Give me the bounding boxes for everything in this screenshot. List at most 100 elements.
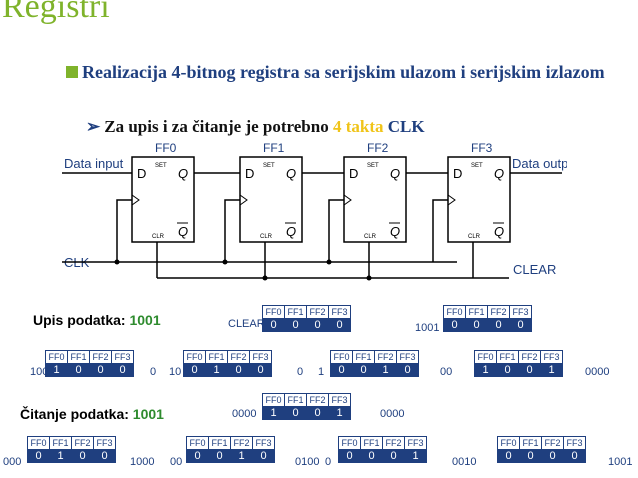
register-header-cell: FF2 (71, 436, 94, 450)
register-bit-cell: 0 (563, 449, 586, 463)
register-header-cell: FF1 (519, 436, 542, 450)
ff1-set: SET (263, 163, 275, 169)
register-bit-cell: 1 (205, 363, 228, 377)
ff1-d: D (245, 166, 254, 181)
register-bit-cell: 0 (262, 318, 285, 332)
register-header-cell: FF0 (497, 436, 520, 450)
register-output-text: 0010 (452, 456, 477, 468)
ff2-set: SET (367, 163, 379, 169)
ff3-d: D (453, 166, 462, 181)
register-bit-cell: 0 (227, 363, 250, 377)
register-header-cell: FF1 (49, 436, 72, 450)
upis-label-text: Upis podatka: (33, 312, 130, 328)
ff2-block: FF2 D Q SET CLR Q (343, 141, 407, 243)
register-bit-cell: 0 (208, 449, 231, 463)
ff3-set: SET (471, 163, 483, 169)
register-bit-cell: 0 (518, 363, 541, 377)
register-header-cell: FF2 (487, 305, 510, 319)
register-output-text: 1000 (130, 456, 155, 468)
register-header-cell: FF0 (443, 305, 466, 319)
register-bit-cell: 0 (443, 318, 466, 332)
ff0-set: SET (155, 163, 167, 169)
register-bit-cell: 0 (497, 449, 520, 463)
register-bit-cell: 0 (306, 406, 329, 420)
register-header-cell: FF1 (360, 436, 383, 450)
register-output-text: 0100 (295, 456, 320, 468)
register-input-text: 000 (3, 456, 22, 468)
ff0-d: D (137, 166, 146, 181)
ff2-name: FF2 (367, 141, 389, 155)
register-bit-cell: 0 (306, 318, 329, 332)
register-output-text: 0 (297, 366, 304, 378)
register-header-cell: FF2 (306, 393, 329, 407)
register-header-cell: FF2 (518, 350, 541, 364)
register-header-cell: FF1 (465, 305, 488, 319)
register-header-cell: FF0 (183, 350, 206, 364)
register-header-cell: FF2 (230, 436, 253, 450)
ff0-qbar: Q (178, 224, 188, 239)
register-header-cell: FF3 (540, 350, 563, 364)
register-output-text: 0000 (585, 366, 610, 378)
register-header-cell: FF3 (509, 305, 532, 319)
ff2-clr: CLR (364, 234, 377, 240)
bullet-sub-highlight: 4 takta (332, 117, 384, 136)
bullet-main: Realizacija 4-bitnog registra sa serijsk… (66, 60, 626, 84)
ff2-qbar: Q (390, 224, 400, 239)
register-header-cell: FF1 (284, 393, 307, 407)
register-bit-cell: 0 (360, 449, 383, 463)
register-bit-cell: 1 (404, 449, 427, 463)
register-header-cell: FF1 (352, 350, 375, 364)
register-bit-cell: 0 (328, 318, 351, 332)
ff0-name: FF0 (155, 141, 177, 155)
register-header-cell: FF2 (382, 436, 405, 450)
ff3-block: FF3 D Q SET CLR Q (447, 141, 511, 243)
register-header-cell: FF3 (563, 436, 586, 450)
register-bit-cell: 0 (541, 449, 564, 463)
ff1-name: FF1 (263, 141, 285, 155)
register-input-text: 100 (30, 366, 49, 378)
register-input-text: 10 (169, 366, 182, 378)
register-bit-cell: 0 (382, 449, 405, 463)
ff1-q: Q (286, 166, 296, 181)
ff3-q: Q (494, 166, 504, 181)
ff1-clr: CLR (260, 234, 273, 240)
ff3-qbar: Q (494, 224, 504, 239)
register-bit-cell: 0 (93, 449, 116, 463)
citanje-value: 1001 (132, 406, 164, 422)
register-output-text: 0000 (380, 408, 405, 420)
register-bit-cell: 1 (374, 363, 397, 377)
register-header-cell: FF1 (67, 350, 90, 364)
register-bit-cell: 0 (487, 318, 510, 332)
register-bit-cell: 0 (496, 363, 519, 377)
register-header-cell: FF2 (374, 350, 397, 364)
register-bit-cell: 1 (262, 406, 285, 420)
register-bit-cell: 0 (519, 449, 542, 463)
register-bit-cell: 0 (27, 449, 50, 463)
register-output-text: 0 (150, 366, 157, 378)
register-header-cell: FF3 (328, 305, 351, 319)
register-bit-cell: 1 (230, 449, 253, 463)
register-header-cell: FF0 (474, 350, 497, 364)
citanje-label-text: Čitanje podatka: (20, 406, 133, 422)
register-bit-cell: 0 (186, 449, 209, 463)
upis-label: Upis podatka: 1001 (33, 312, 161, 328)
register-header-cell: FF0 (186, 436, 209, 450)
register-header-cell: FF0 (45, 350, 68, 364)
ff3-name: FF3 (471, 141, 493, 155)
register-header-cell: FF3 (404, 436, 427, 450)
register-bit-cell: 0 (252, 449, 275, 463)
clear-label: CLEAR (513, 262, 556, 277)
register-bit-cell: 1 (474, 363, 497, 377)
register-header-cell: FF0 (262, 305, 285, 319)
shift-register-circuit: Data input FF0 D Q SET CLR Q FF1 D Q SET… (57, 140, 567, 285)
register-input-text: CLEAR (228, 318, 265, 330)
register-header-cell: FF3 (111, 350, 134, 364)
